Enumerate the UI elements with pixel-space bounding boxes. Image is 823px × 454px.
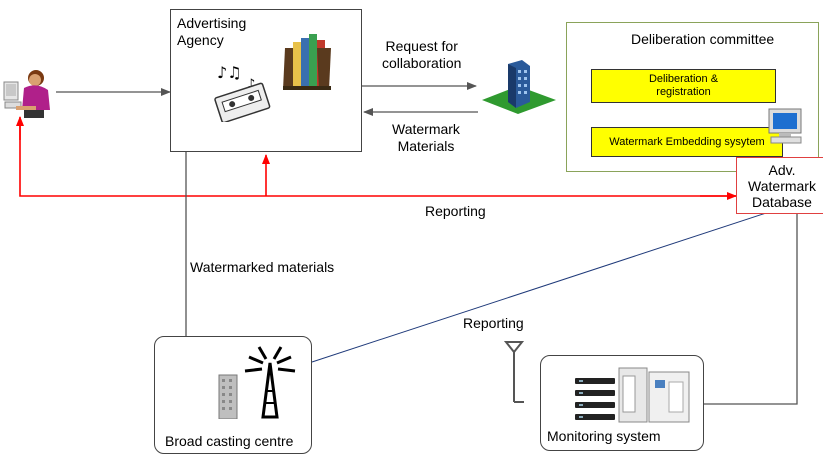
- watermarked-materials-label: Watermarked materials: [190, 259, 335, 275]
- antenna-icon: [502, 340, 526, 410]
- watermark-embedding-label: Watermark Embedding sysytem: [609, 135, 765, 148]
- watermark-database-label: Adv. Watermark Database: [748, 162, 816, 210]
- advertising-agency-title: Advertising Agency: [177, 15, 247, 48]
- broadcasting-centre-box: Broad casting centre: [154, 336, 312, 454]
- person-at-computer-icon: [2, 66, 54, 120]
- office-tower-icon: [215, 371, 241, 420]
- office-building-icon: [478, 56, 558, 116]
- monitoring-system-box: Monitoring system: [540, 355, 704, 451]
- cassette-music-icon: ♪♫ ♪: [207, 58, 277, 124]
- advertising-agency-box: Advertising Agency ♪♫ ♪: [170, 9, 362, 152]
- line-database-broadcast: [311, 212, 767, 363]
- server-rack-icon: [571, 364, 695, 426]
- request-for-collaboration-label: Request for collaboration: [382, 38, 462, 71]
- broadcasting-centre-label: Broad casting centre: [165, 433, 294, 449]
- radio-tower-icon: [235, 341, 305, 419]
- deliberation-committee-box: Deliberation committee Deliberation & re…: [566, 22, 819, 172]
- deliberation-registration-label: Deliberation & registration: [648, 73, 719, 98]
- reporting-main-label: Reporting: [425, 203, 486, 219]
- reporting-line: [19, 120, 736, 197]
- computer-monitor-icon: [765, 107, 805, 151]
- reporting-monitor-label: Reporting: [463, 315, 524, 331]
- books-icon: [279, 28, 335, 92]
- watermark-embedding-step: Watermark Embedding sysytem: [591, 127, 783, 157]
- svg-text:♪♫: ♪♫: [217, 63, 242, 82]
- watermark-materials-label: Watermark Materials: [392, 121, 460, 154]
- deliberation-registration-step: Deliberation & registration: [591, 69, 776, 103]
- line-database-monitoring: [704, 214, 798, 405]
- deliberation-committee-title: Deliberation committee: [631, 31, 775, 47]
- watermark-database-box: Adv. Watermark Database: [736, 157, 823, 214]
- monitoring-system-label: Monitoring system: [547, 428, 661, 444]
- svg-text:♪: ♪: [247, 77, 255, 92]
